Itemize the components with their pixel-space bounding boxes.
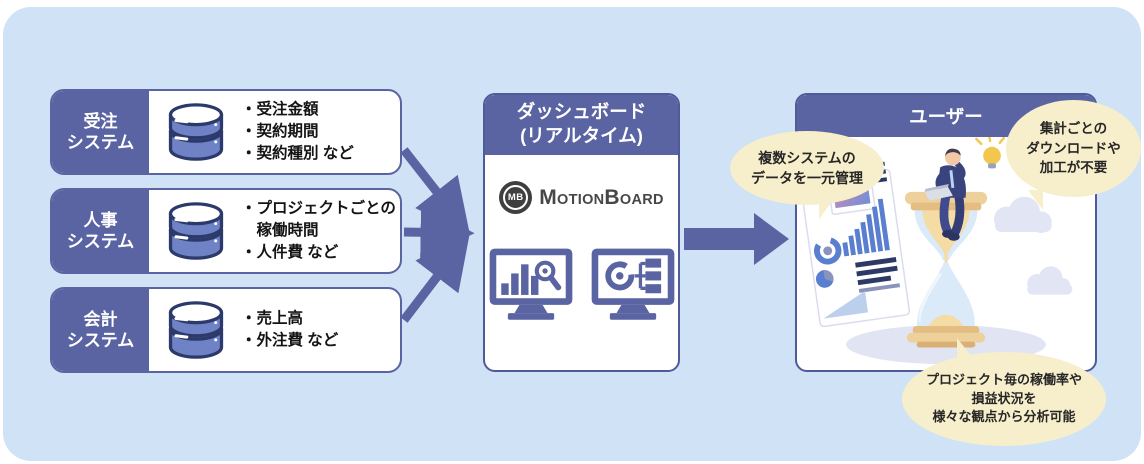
donut-chart-icon xyxy=(814,237,842,265)
lightbulb-icon xyxy=(975,137,1005,169)
source-item: ・プロジェクトごとの xyxy=(241,200,396,218)
database-icon xyxy=(159,95,233,169)
source-content: ・プロジェクトごとの 稼働時間 ・人件費 など xyxy=(149,190,400,272)
source-content: ・売上高 ・外注費 など xyxy=(149,289,400,371)
source-box-hr-system: 人事 システム ・プロジェクトごとの 稼働時間 ・人件費 など xyxy=(50,188,402,274)
source-item: ・受注金額 xyxy=(241,101,319,119)
bar-chart-search-monitor-icon xyxy=(488,246,574,324)
donut-chart-tree-monitor-icon xyxy=(590,246,676,324)
source-item: ・外注費 など xyxy=(241,332,339,349)
source-item-list: ・受注金額 ・契約期間 ・契約種別 など xyxy=(241,99,354,164)
source-item-list: ・プロジェクトごとの 稼働時間 ・人件費 など xyxy=(241,198,396,263)
motionboard-logo-text: MOTIONBOARD xyxy=(539,185,664,209)
source-item: ・売上高 xyxy=(241,310,304,328)
dashboard-panel: ダッシュボード (リアルタイム) MB MOTIONBOARD xyxy=(483,93,680,372)
source-box-accounting-system: 会計 システム ・売上高 ・外注費 など xyxy=(50,287,402,373)
source-item-list: ・売上高 ・外注費 など xyxy=(241,308,338,351)
source-label: 会計 システム xyxy=(52,289,149,371)
database-icon xyxy=(159,194,233,268)
source-item: 稼働時間 xyxy=(241,222,319,240)
speech-bubble-no-download: 集計ごとの ダウンロードや 加工が不要 xyxy=(1006,100,1141,210)
speech-bubble-unified-data: 複数システムの データを一元管理 xyxy=(730,131,884,219)
source-label: 人事 システム xyxy=(52,190,149,272)
source-content: ・受注金額 ・契約期間 ・契約種別 など xyxy=(149,91,400,173)
motionboard-badge-icon: MB xyxy=(499,181,533,215)
source-item: ・契約種別 など xyxy=(241,144,354,162)
bar-chart-icon xyxy=(842,198,890,257)
cloud-icon xyxy=(993,196,1073,295)
laptop-icon xyxy=(924,186,953,201)
source-item: ・人件費 など xyxy=(241,243,339,261)
source-item: ・契約期間 xyxy=(241,123,319,141)
person-with-laptop xyxy=(924,148,966,241)
database-icon xyxy=(159,293,233,367)
source-box-order-system: 受注 システム ・受注金額 ・契約期間 ・契約種別 など xyxy=(50,89,402,175)
speech-bubble-analysis: プロジェクト毎の稼働率や 損益状況を 様々な観点から分析可能 xyxy=(902,338,1106,446)
dashboard-icons xyxy=(485,246,678,324)
motionboard-logo: MB MOTIONBOARD xyxy=(485,181,678,215)
source-label: 受注 システム xyxy=(52,91,149,173)
dashboard-panel-title: ダッシュボード (リアルタイム) xyxy=(485,95,678,156)
